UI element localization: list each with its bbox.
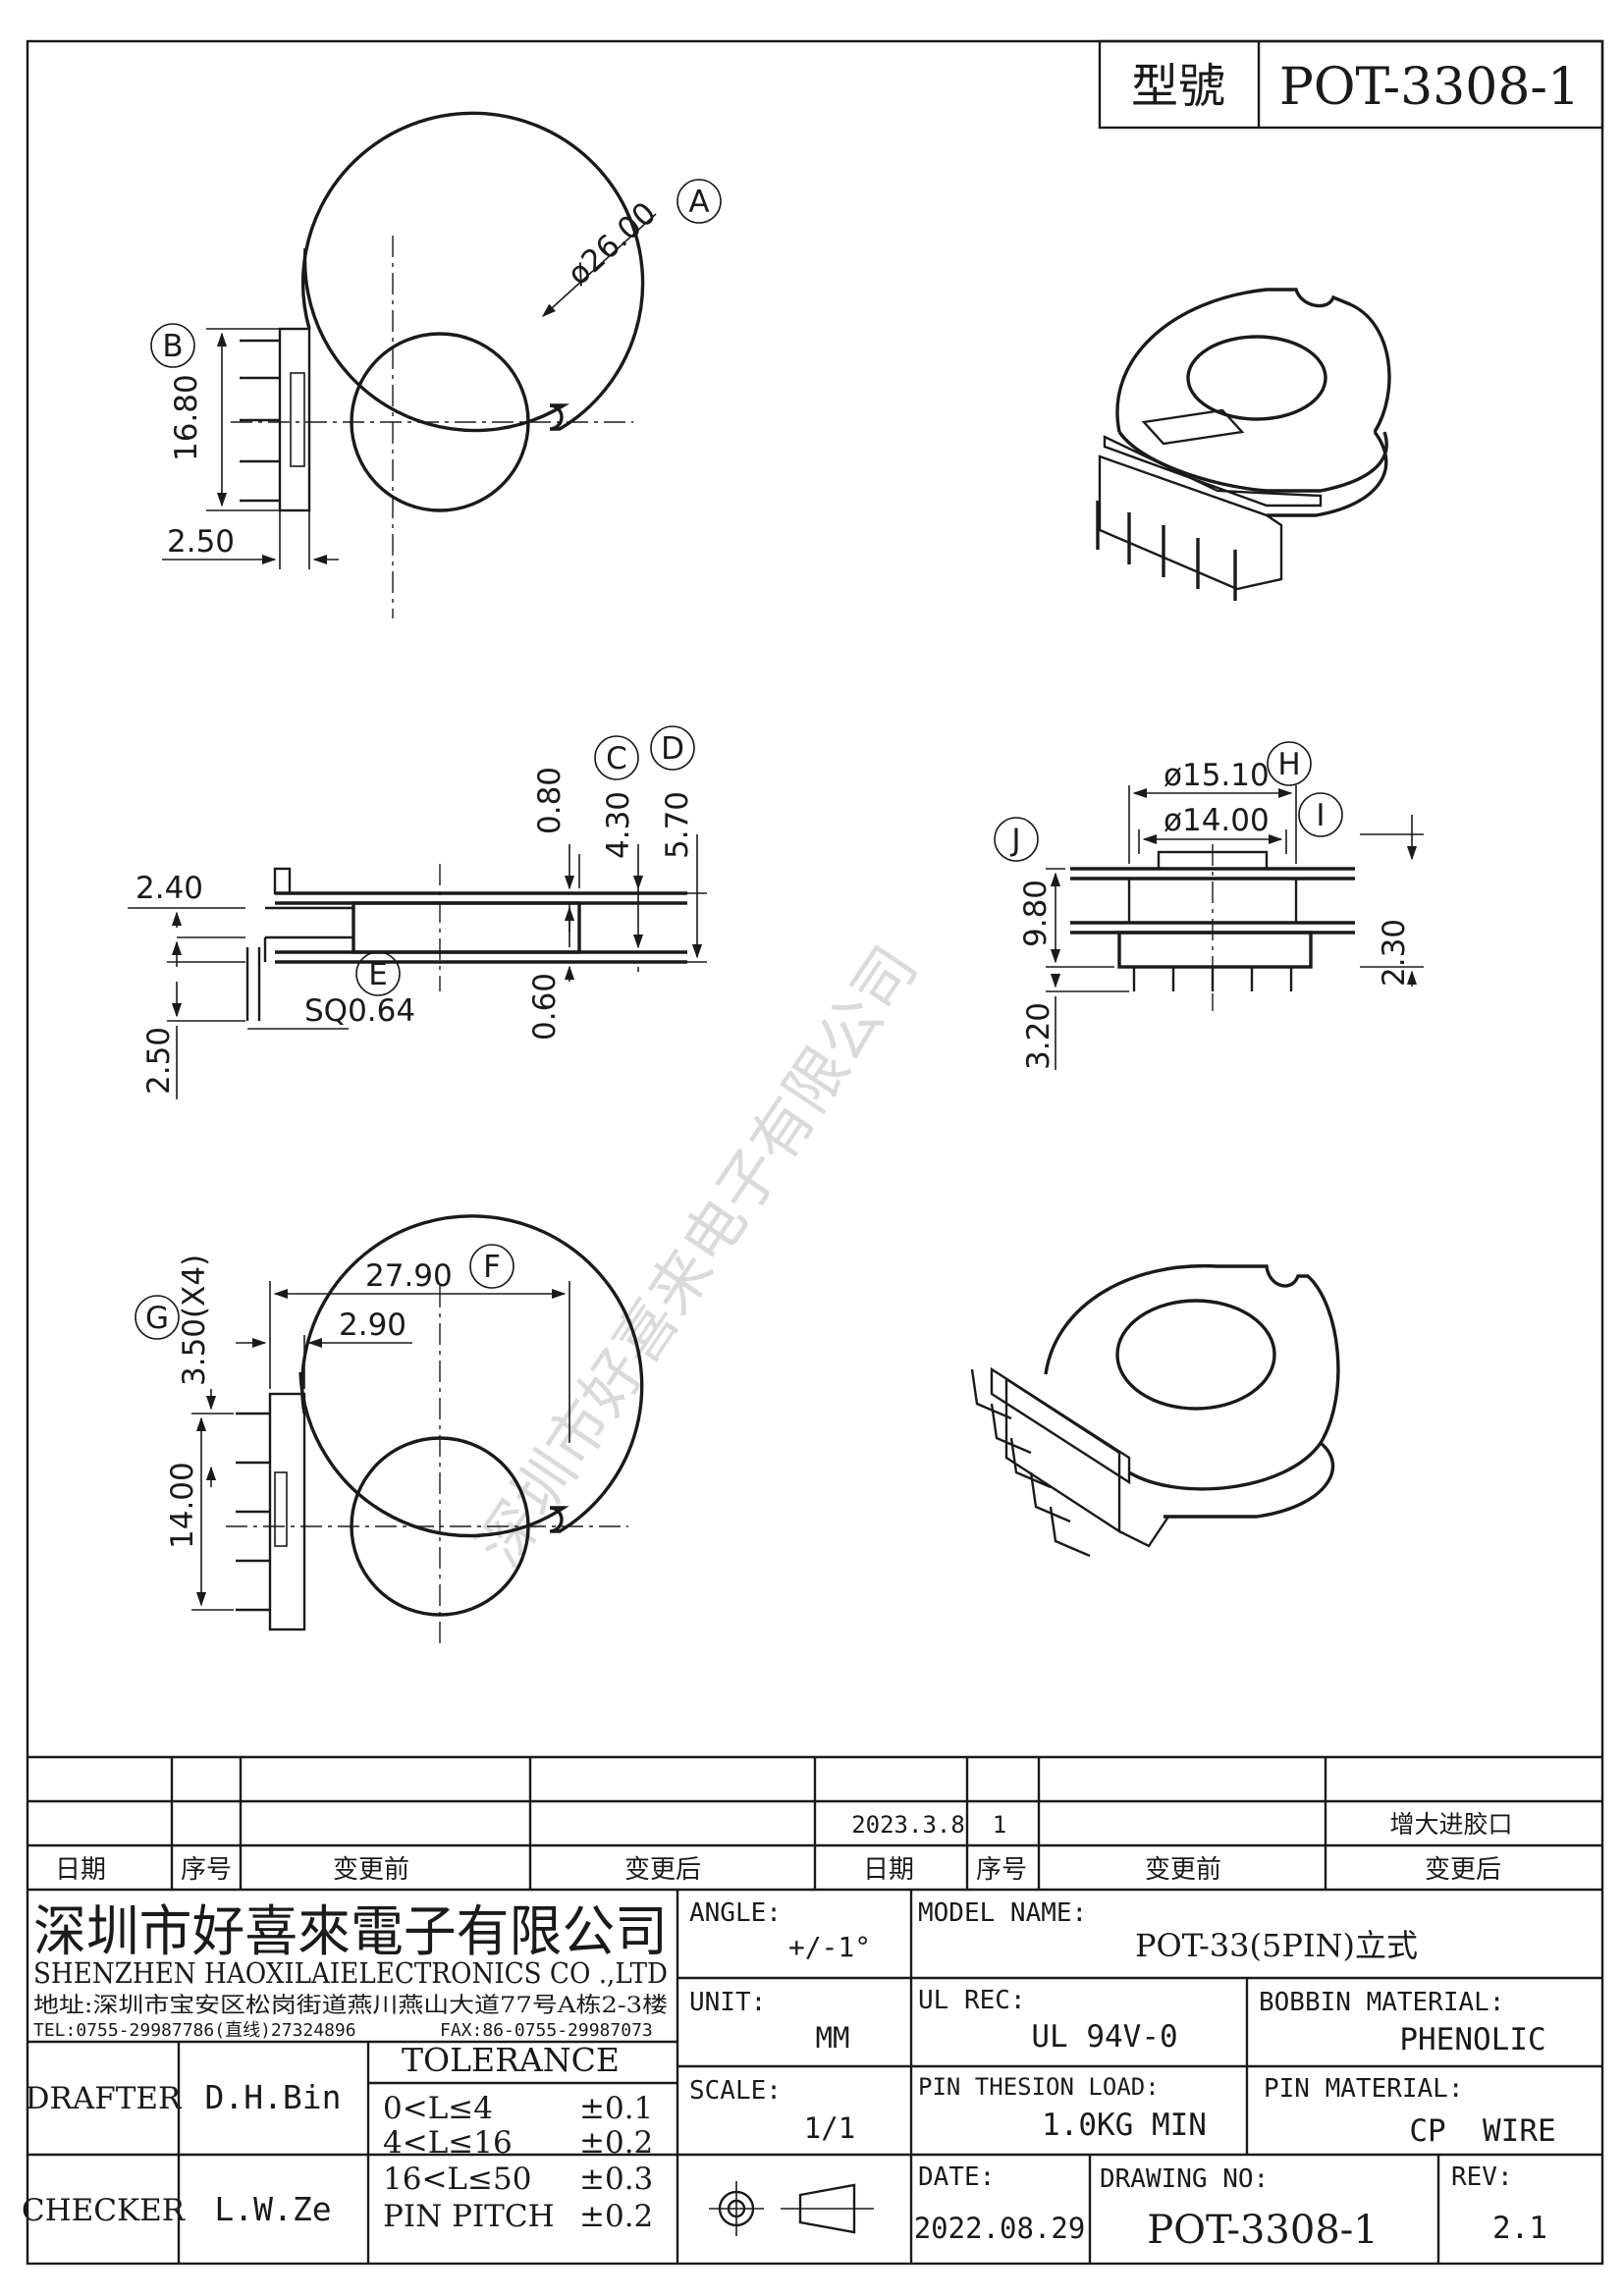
- tolerance-label: TOLERANCE: [402, 2041, 620, 2079]
- tol-value-3: ±0.3: [579, 2162, 653, 2197]
- front-view: ø15.10 H ø14.00 I 9.80 J 2.30 3.20: [994, 741, 1424, 1070]
- company-name-en: SHENZHEN HAOXILAIELECTRONICS CO .,LTD: [33, 1956, 668, 1990]
- projection-symbol: [709, 2181, 874, 2236]
- bobbin-value: PHENOLIC: [1399, 2022, 1545, 2057]
- rev-header-after: 变更后: [624, 1855, 701, 1885]
- header-model-label: 型號: [1131, 59, 1225, 114]
- dim-front-inner: ø14.00: [1164, 803, 1270, 838]
- load-label: PIN THESION LOAD:: [918, 2073, 1160, 2101]
- rev-value: 2.1: [1492, 2211, 1547, 2246]
- rev-header-seq: 序号: [181, 1855, 232, 1885]
- rev-header-before-2: 变更前: [1145, 1855, 1221, 1885]
- rev-header-after-2: 变更后: [1425, 1855, 1501, 1885]
- ref-h: H: [1277, 747, 1300, 782]
- tol-range-2: 4<L≤16: [383, 2125, 513, 2161]
- model-name-value: POT-33(5PIN)立式: [1135, 1927, 1418, 1964]
- iso-view-2: [970, 1263, 1340, 1558]
- rev-header-before: 变更前: [333, 1855, 409, 1885]
- bottom-view: 27.90 F 2.90 3.50(X4) G 14.00: [135, 1214, 644, 1649]
- tol-range-3: 16<L≤50: [383, 2162, 531, 2197]
- drafter-value: D.H.Bin: [204, 2078, 341, 2116]
- ref-i: I: [1316, 798, 1325, 833]
- ref-c: C: [606, 741, 627, 776]
- dim-bottom-offset: 2.90: [339, 1308, 406, 1343]
- drawing-no-value: POT-3308-1: [1147, 2208, 1379, 2253]
- dim-side-pin: SQ0.64: [304, 993, 415, 1029]
- ul-value: UL 94V-0: [1031, 2019, 1177, 2055]
- rev-header-date: 日期: [55, 1855, 106, 1885]
- dim-top-offset: 2.50: [167, 524, 235, 560]
- dim-front-outer: ø15.10: [1164, 758, 1270, 793]
- ref-a: A: [688, 185, 709, 220]
- tol-value-1: ±0.1: [579, 2091, 653, 2126]
- ref-j: J: [1009, 823, 1020, 858]
- rev-header-date-2: 日期: [863, 1855, 914, 1885]
- title-block: 2023.3.8 1 增大进胶口 日期 序号 变更前 变更后 日期 序号 变更前…: [22, 1755, 1602, 2264]
- model-name-label: MODEL NAME:: [918, 1898, 1087, 1928]
- company-name-cn: 深圳市好喜來電子有限公司: [33, 1900, 668, 1964]
- scale-value: 1/1: [804, 2111, 855, 2145]
- header-model-box: 型號 POT-3308-1: [1098, 39, 1604, 130]
- ul-label: UL REC:: [918, 1986, 1026, 2015]
- ref-b: B: [162, 329, 183, 364]
- bobbin-label: BOBBIN MATERIAL:: [1259, 1988, 1504, 2017]
- drawing-no-label: DRAWING NO:: [1100, 2164, 1269, 2194]
- ref-e: E: [368, 957, 388, 992]
- ref-f: F: [483, 1250, 501, 1285]
- checker-label: CHECKER: [22, 2193, 187, 2228]
- dim-side-pinlen: 2.50: [141, 1027, 177, 1095]
- rev-label: REV:: [1451, 2163, 1513, 2192]
- top-view: ø26.00 A 16.80 B 2.50: [150, 111, 722, 618]
- dim-side-bottom: 0.60: [527, 973, 563, 1041]
- tol-range-4: PIN PITCH: [383, 2199, 555, 2234]
- rev-seq: 1: [993, 1811, 1006, 1839]
- header-model-value: POT-3308-1: [1279, 58, 1580, 117]
- dim-top-height: 16.80: [169, 374, 204, 461]
- tol-value-4: ±0.2: [579, 2199, 653, 2234]
- checker-value: L.W.Ze: [214, 2190, 331, 2228]
- company-fax: FAX:86-0755-29987073: [440, 2020, 653, 2041]
- dim-bottom-width: 27.90: [365, 1258, 453, 1294]
- dim-side-c: 0.80: [532, 767, 568, 834]
- dim-bottom-pitch: 3.50(X4): [177, 1255, 212, 1386]
- date-label: DATE:: [918, 2163, 995, 2192]
- dim-front-height: 9.80: [1018, 880, 1054, 947]
- sheet-border: [26, 39, 1604, 2266]
- pin-mat-label: PIN MATERIAL:: [1264, 2074, 1464, 2104]
- tol-value-2: ±0.2: [579, 2125, 653, 2161]
- dim-front-flange: 2.30: [1377, 919, 1412, 987]
- angle-label: ANGLE:: [689, 1898, 782, 1928]
- company-tel: TEL:0755-29987786(直线)27324896: [33, 2020, 356, 2041]
- pin-mat-value: CP WIRE: [1409, 2113, 1555, 2149]
- rev-header-seq-2: 序号: [976, 1855, 1027, 1885]
- dim-side-left: 2.40: [135, 871, 203, 906]
- ref-g: G: [145, 1301, 169, 1336]
- dim-front-pinlen: 3.20: [1021, 1002, 1056, 1070]
- angle-value: +/-1°: [788, 1931, 871, 1963]
- dim-bottom-span: 14.00: [165, 1462, 200, 1549]
- dim-side-d3: 5.70: [660, 791, 695, 859]
- date-value: 2022.08.29: [914, 2212, 1086, 2245]
- tol-range-1: 0<L≤4: [383, 2091, 493, 2126]
- side-view: 0.80 4.30 5.70 C D 2.40 SQ0.64 E 0.60 2.…: [128, 725, 707, 1099]
- iso-view-1: [1096, 288, 1391, 601]
- company-address: 地址:深圳市宝安区松岗街道燕川燕山大道77号A栋2-3楼: [33, 1994, 668, 2018]
- load-value: 1.0KG MIN: [1042, 2108, 1207, 2143]
- dim-top-dia: ø26.00: [561, 195, 663, 293]
- rev-date: 2023.3.8: [851, 1811, 965, 1839]
- unit-label: UNIT:: [689, 1988, 766, 2017]
- scale-label: SCALE:: [689, 2076, 782, 2106]
- unit-value: MM: [816, 2021, 850, 2055]
- ref-d: D: [661, 731, 684, 767]
- rev-after: 增大进胶口: [1389, 1810, 1512, 1839]
- drafter-label: DRAFTER: [26, 2081, 183, 2116]
- dim-side-d: 4.30: [601, 791, 636, 859]
